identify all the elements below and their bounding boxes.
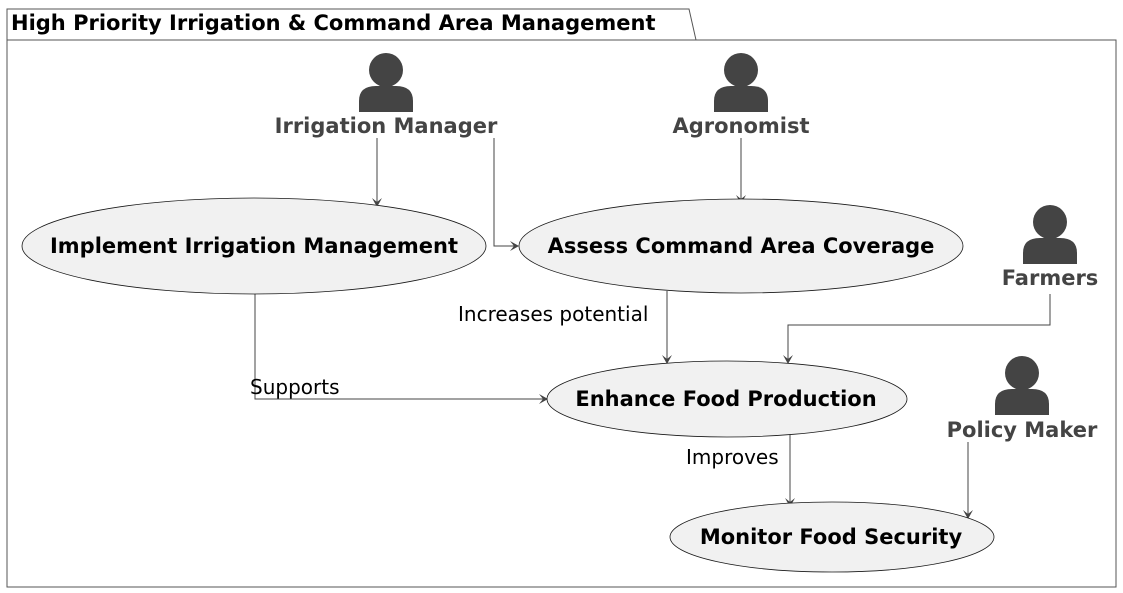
use-case-ellipse — [546, 360, 908, 438]
use-case-label: Enhance Food Production — [575, 387, 876, 411]
use-case-assess[interactable]: Assess Command Area Coverage — [518, 198, 964, 294]
package-frame: High Priority Irrigation & Command Area … — [6, 8, 1117, 588]
arrowhead-assess-enhance — [662, 355, 672, 364]
actor-icon — [359, 53, 413, 112]
actor-icon — [995, 356, 1049, 415]
edge-label-increases-potential: Increases potential — [458, 302, 648, 326]
use-case-label: Implement Irrigation Management — [50, 234, 458, 258]
use-case-ellipse — [518, 198, 964, 294]
actor-label: Farmers — [1002, 266, 1099, 290]
actor-label: Policy Maker — [947, 418, 1098, 442]
edge-farmers-enhance — [787, 294, 1051, 359]
actor-irrigation-manager[interactable]: Irrigation Manager — [275, 53, 498, 138]
arrowhead-manager-implement — [372, 198, 382, 207]
actor-agronomist[interactable]: Agronomist — [672, 53, 810, 138]
edges — [254, 138, 1051, 519]
actor-farmers[interactable]: Farmers — [1002, 205, 1099, 290]
actor-label: Irrigation Manager — [275, 114, 498, 138]
arrowhead-enhance-monitor — [785, 498, 795, 507]
use-case-monitor[interactable]: Monitor Food Security — [669, 501, 995, 573]
arrowhead-policymaker-monitor — [963, 510, 973, 519]
actor-icon — [714, 53, 768, 112]
package-border — [6, 8, 1117, 588]
edge-label-improves: Improves — [686, 445, 779, 469]
actor-label: Agronomist — [672, 114, 809, 138]
use-case-label: Monitor Food Security — [700, 525, 963, 549]
use-case-label: Assess Command Area Coverage — [548, 234, 935, 258]
edge-label-supports: Supports — [250, 375, 339, 399]
package-title: High Priority Irrigation & Command Area … — [11, 11, 656, 35]
arrowhead-farmers-enhance — [783, 355, 793, 364]
actor-policy-maker[interactable]: Policy Maker — [947, 356, 1098, 442]
edge-implement-enhance — [254, 294, 543, 400]
use-case-ellipse — [669, 501, 995, 573]
use-case-enhance[interactable]: Enhance Food Production — [546, 360, 908, 438]
use-case-implement[interactable]: Implement Irrigation Management — [21, 197, 487, 295]
edge-labels: Increases potential Supports Improves — [250, 302, 779, 469]
arrowhead-implement-enhance — [539, 394, 548, 404]
edge-manager-assess — [493, 138, 514, 247]
use-case-ellipse — [21, 197, 487, 295]
arrowhead-manager-assess — [510, 241, 519, 251]
actor-icon — [1023, 205, 1077, 264]
